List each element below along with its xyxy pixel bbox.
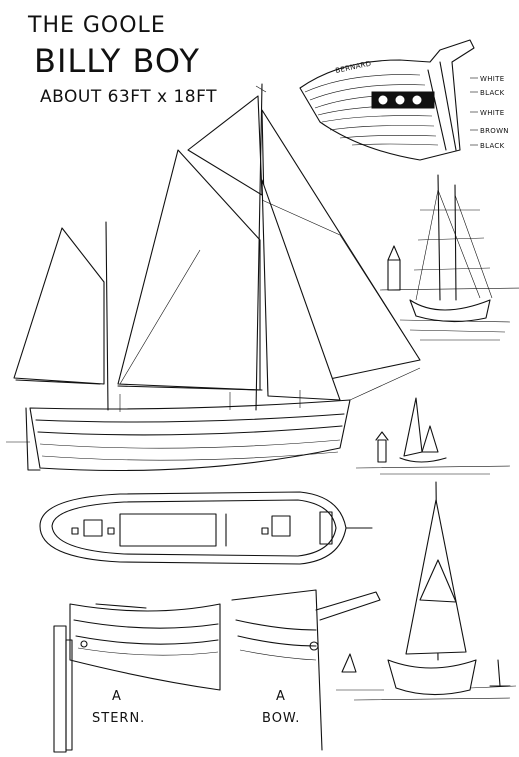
- stern-color-label-3: WHITE: [480, 109, 504, 117]
- stern-color-label-1: WHITE: [480, 75, 504, 83]
- bow-caption-label: BOW.: [262, 711, 300, 726]
- lighthouse-scene-drawing: [355, 397, 511, 475]
- stern-detail-drawing: BERNARD WHITE BLACK WHITE BROWN BLACK: [299, 39, 509, 161]
- title-block: THE GOOLE BILLY BOY ABOUT 63FT x 18FT: [27, 13, 217, 107]
- deck-plan-drawing: [39, 491, 373, 565]
- stern-color-label-2: BLACK: [480, 89, 505, 97]
- captions: A STERN. A BOW.: [92, 689, 300, 726]
- stern-name-board: BERNARD: [335, 60, 372, 75]
- title-line-3: ABOUT 63FT x 18FT: [40, 87, 217, 107]
- harbour-vignette-drawing: [379, 174, 519, 341]
- title-line-1: THE GOOLE: [27, 13, 166, 38]
- stern-color-label-5: BLACK: [480, 142, 505, 150]
- stern-caption-label: STERN.: [92, 711, 145, 726]
- stern-closeup-drawing: [53, 603, 221, 753]
- bow-closeup-drawing: [231, 589, 381, 751]
- ship-profile-drawing: [6, 83, 421, 472]
- bow-caption-a: A: [276, 689, 286, 704]
- bottom-right-ship-drawing: [336, 481, 517, 701]
- stern-color-label-4: BROWN: [480, 127, 509, 135]
- title-line-2: BILLY BOY: [34, 42, 200, 80]
- stern-caption-a: A: [112, 689, 122, 704]
